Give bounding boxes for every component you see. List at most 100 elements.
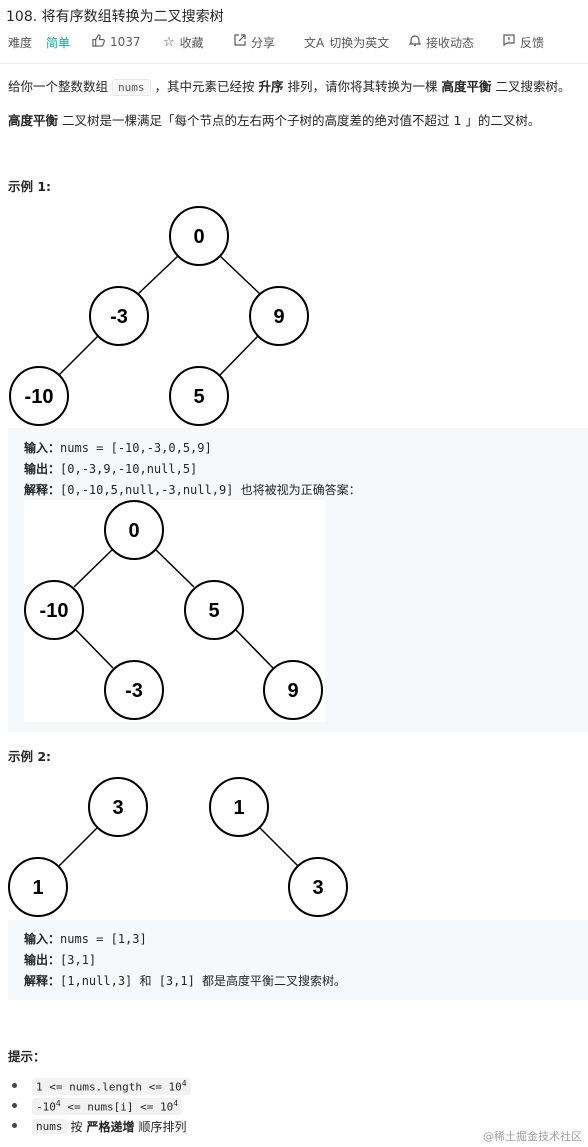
tree-node-label: -10 (40, 600, 69, 622)
tree-node-label: 1 (32, 877, 43, 899)
difficulty-label: 难度 (8, 35, 33, 50)
bold-text: 高度平衡 (8, 113, 59, 128)
label: 解释： (24, 974, 61, 988)
hint-item-2: -104 <= nums[i] <= 104 (12, 1098, 183, 1115)
share-label: 分享 (251, 35, 276, 50)
example-2-output: 输出：[3,1] (24, 951, 96, 968)
tree-edge (73, 548, 114, 588)
tree-edge (137, 255, 179, 295)
tree-edge (234, 628, 274, 669)
label: 输入： (24, 441, 61, 455)
value: [3,1] (60, 953, 97, 967)
tree-node (104, 660, 164, 720)
tree-node (169, 206, 229, 266)
tree-node (263, 660, 323, 720)
star-icon: ☆ (163, 34, 175, 50)
bullet-icon (12, 1083, 17, 1088)
tree-node (9, 366, 69, 426)
like-count: 1037 (110, 35, 141, 49)
tree-node-label: 3 (112, 797, 123, 819)
bullet-icon (12, 1123, 17, 1128)
divider (0, 63, 588, 64)
tree-node (184, 580, 244, 640)
difficulty-badge: 简单 (46, 35, 71, 50)
text: 排列，请你将其转换为一棵 (287, 79, 438, 94)
hint-code: nums (32, 1119, 67, 1134)
tree-node-label: 5 (208, 600, 219, 622)
example-1-input: 输入：nums = [-10,-3,0,5,9] (24, 439, 212, 456)
text: 顺序排列 (138, 1120, 187, 1134)
watermark: @稀土掘金技术社区 (483, 1130, 582, 1143)
switch-language-label: 切换为英文 (329, 35, 390, 50)
tree-node (249, 286, 309, 346)
favorite-button[interactable]: ☆ 收藏 (163, 32, 204, 52)
value: [0,-10,5,null,-3,null,9] 也将被视为正确答案： (60, 483, 361, 497)
tree-node-label: 0 (128, 520, 139, 542)
tree-node-label: 9 (287, 680, 298, 702)
hint-code: -104 <= nums[i] <= 104 (32, 1098, 183, 1115)
tree-node (89, 286, 149, 346)
superscript: 4 (173, 1099, 179, 1108)
text: 按 (70, 1120, 83, 1134)
tree-edge (219, 255, 261, 295)
example-1-explanation: 解释：[0,-10,5,null,-3,null,9] 也将被视为正确答案： (24, 481, 361, 498)
share-icon (234, 34, 246, 50)
example-2-tree-diagram: 3 1 1 3 (8, 777, 348, 917)
tree-node (209, 777, 269, 837)
label: 输出： (24, 462, 61, 476)
tree-node-label: -10 (25, 386, 54, 408)
text: 1 <= nums.length <= 10 (36, 1080, 182, 1094)
like-button[interactable]: 1037 (92, 32, 141, 52)
tree-node (169, 366, 229, 426)
label: 解释： (24, 483, 61, 497)
thumbs-up-icon (92, 33, 105, 51)
example-1-alt-tree-diagram: 0 -10 5 -3 9 (24, 500, 325, 722)
favorite-label: 收藏 (179, 35, 204, 50)
tree-node-label: 9 (273, 306, 284, 328)
example-1-heading: 示例 1: (8, 179, 52, 194)
tree-node (24, 580, 84, 640)
value: [1,null,3] 和 [3,1] 都是高度平衡二叉搜索树。 (60, 974, 347, 988)
tree-edge (258, 826, 299, 867)
bold-text: 高度平衡 (441, 79, 492, 94)
tree-node-label: -3 (125, 680, 143, 702)
value: nums = [1,3] (60, 932, 147, 946)
bold-text: 升序 (258, 79, 284, 94)
notifications-label: 接收动态 (426, 35, 475, 50)
example-2-code-block (8, 920, 588, 1000)
tree-edge (58, 826, 99, 867)
text: ，其中元素已经按 (154, 79, 255, 94)
example-1-tree-diagram: 0 -3 9 -10 5 (9, 206, 309, 426)
feedback-icon (503, 34, 515, 50)
notifications-button[interactable]: 接收动态 (408, 32, 475, 52)
label: 输出： (24, 953, 61, 967)
difficulty: 难度 简单 (8, 32, 70, 52)
tree-node (104, 500, 164, 560)
tree-node (288, 857, 348, 917)
feedback-button[interactable]: 反馈 (503, 32, 544, 52)
feedback-label: 反馈 (520, 35, 545, 50)
tree-edge (58, 335, 99, 376)
tree-node-label: 0 (193, 226, 204, 248)
tree-node (8, 857, 68, 917)
text: <= nums[i] <= 10 (60, 1100, 174, 1114)
hint-code: 1 <= nums.length <= 104 (32, 1078, 191, 1095)
problem-title: 108. 将有序数组转换为二叉搜索树 (6, 9, 224, 25)
bullet-icon (12, 1103, 17, 1108)
tree-node-label: 3 (312, 877, 323, 899)
tree-node-label: -3 (110, 306, 128, 328)
hint-item-1: 1 <= nums.length <= 104 (12, 1078, 191, 1095)
hint-item-3: nums 按 严格递增 顺序排列 (12, 1118, 187, 1135)
value: [0,-3,9,-10,null,5] (60, 462, 198, 476)
hints-heading: 提示： (8, 1049, 46, 1064)
example-1-output: 输出：[0,-3,9,-10,null,5] (24, 460, 197, 477)
switch-language-button[interactable]: 文A 切换为英文 (304, 32, 389, 52)
value: nums = [-10,-3,0,5,9] (60, 441, 212, 455)
tree-edge (154, 548, 195, 588)
tree-node (88, 777, 148, 837)
text: 二叉搜索树。 (495, 79, 571, 94)
tree-edge (74, 628, 114, 669)
share-button[interactable]: 分享 (234, 32, 275, 52)
example-2-explanation: 解释：[1,null,3] 和 [3,1] 都是高度平衡二叉搜索树。 (24, 972, 346, 989)
